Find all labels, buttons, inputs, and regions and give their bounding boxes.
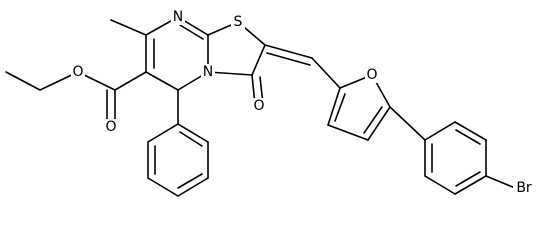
- bond-c2-ch-double: [266, 52, 311, 66]
- atom-oxygen-furan: O: [366, 67, 377, 83]
- bond-ar-2-3: [454, 121, 487, 141]
- atom-sulfur: S: [234, 14, 243, 30]
- bond-furan-c4-c3: [327, 124, 369, 141]
- bond-c2-c3: [251, 44, 266, 76]
- atom-nitrogen-pyrimidine: N: [173, 9, 183, 25]
- bond-ar-1-2: [424, 121, 456, 141]
- bond-ch-furan: [311, 57, 341, 89]
- bond-c2-ch: [264, 44, 313, 59]
- bond-methyl: [110, 19, 147, 36]
- bond-n8-c8a-double: [179, 24, 204, 40]
- bond-ar-5-6: [424, 175, 456, 195]
- bond-furan-c3-c2-double: [334, 93, 346, 122]
- atom-bromine: Br: [516, 180, 532, 196]
- atom-oxygen-ester-single: O: [72, 64, 83, 80]
- atom-nitrogen-bridgehead: N: [203, 64, 213, 80]
- chemical-structure-canvas: N S N O O O O Br: [5, 9, 535, 197]
- bond-ph-3-4-double: [177, 173, 203, 189]
- bond-c6-ester-c: [114, 71, 147, 91]
- bond-ar-4-5: [454, 175, 487, 195]
- bond-furan-c3-c2: [327, 87, 341, 126]
- atom-oxygen-ketone: O: [253, 98, 264, 114]
- atom-oxygen-ester-carbonyl: O: [105, 119, 116, 135]
- bond-ch2-ch3: [5, 71, 41, 91]
- bond-ph-3-4: [177, 177, 209, 197]
- bond-ph-6-1: [147, 123, 179, 143]
- bond-ph-4-5: [147, 177, 179, 197]
- bond-ph-1-2-double: [179, 131, 203, 147]
- bond-furan-c5-c4-double: [363, 106, 383, 134]
- bond-ar-2-3-double: [455, 129, 481, 145]
- bond-c3-n4: [207, 71, 253, 76]
- bond-furan-aryl: [389, 106, 426, 141]
- atom-labels: N S N O O O O Br: [71, 9, 535, 196]
- molecule-drawing: N S N O O O O Br: [5, 9, 535, 197]
- bond-ph-1-2: [177, 123, 209, 143]
- bond-ar-br: [485, 175, 516, 189]
- bond-ar-4-5-double: [455, 171, 481, 187]
- bond-c5-c6: [145, 71, 179, 91]
- bond-furan-c5-c4: [367, 106, 391, 141]
